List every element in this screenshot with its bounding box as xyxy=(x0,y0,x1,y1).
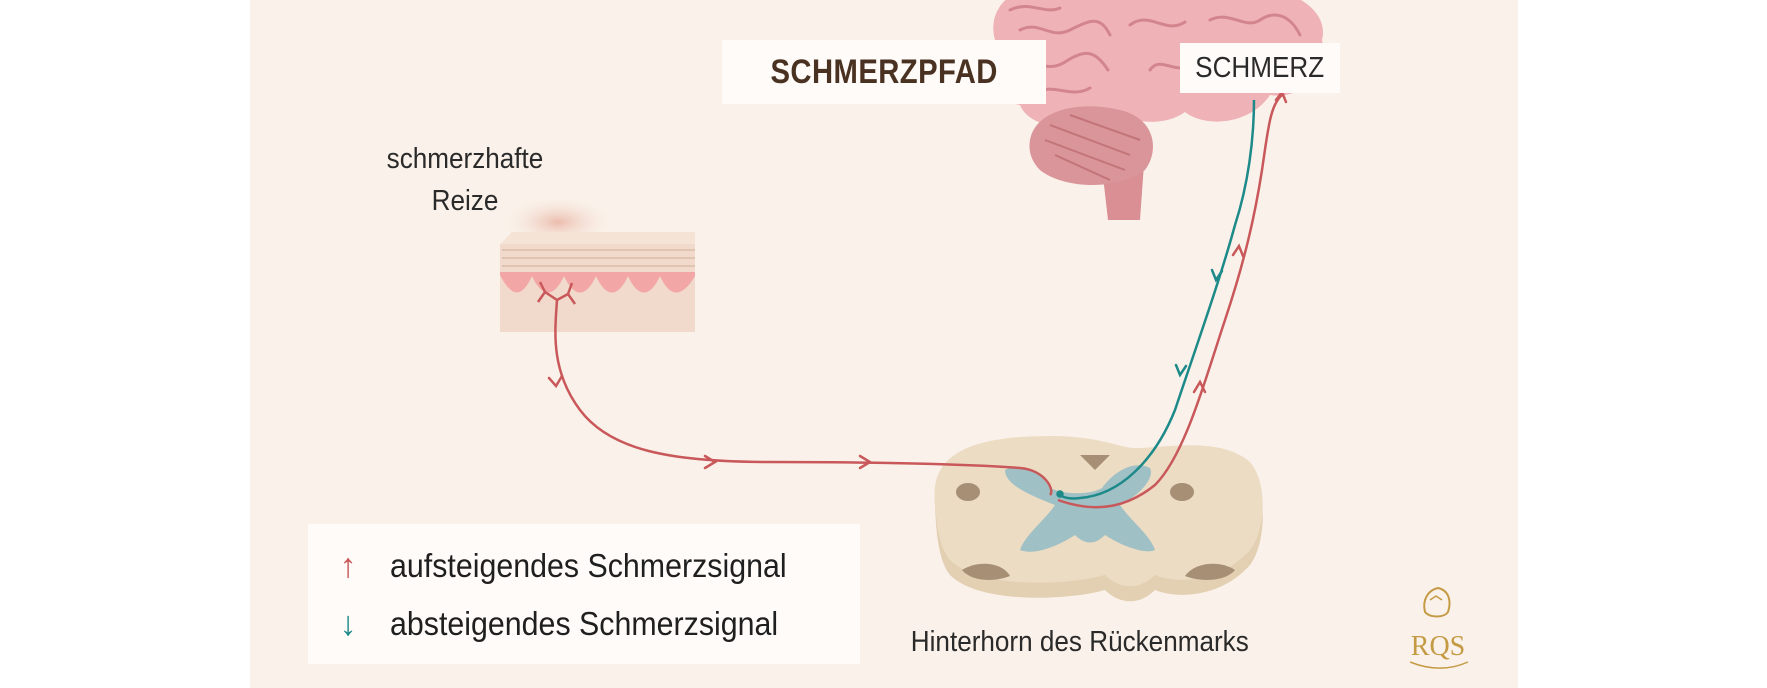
ascending-arrowheads xyxy=(547,89,1288,470)
stimulus-label-line2: Reize xyxy=(431,185,499,217)
brain-illustration xyxy=(988,0,1324,220)
brain-label-box: SCHMERZ xyxy=(1180,43,1340,93)
legend-label-descending: absteigendes Schmerzsignal xyxy=(390,605,779,642)
stimulus-label-line1: schmerzhafte xyxy=(386,143,544,175)
spinal-cord-label-text: Hinterhorn des Rückenmarks xyxy=(910,626,1249,658)
stimulus-label: schmerzhafte Reize xyxy=(365,138,565,222)
spinal-cord-illustration xyxy=(934,436,1263,602)
up-arrow-icon: ↑ xyxy=(339,546,357,585)
spinal-cord-label: Hinterhorn des Rückenmarks xyxy=(880,626,1280,659)
descending-arrowheads xyxy=(1174,268,1224,378)
gray-matter xyxy=(1005,465,1155,552)
legend-label-ascending: aufsteigendes Schmerzsignal xyxy=(390,547,787,584)
afferent-nerve-line xyxy=(554,299,1053,496)
logo-text: RQS xyxy=(1411,631,1465,662)
lion-emblem-icon xyxy=(1423,586,1451,618)
legend: ↑ aufsteigendes Schmerzsignal ↓ absteige… xyxy=(308,524,860,664)
brain-cerebrum xyxy=(988,0,1324,127)
ascending-pathway xyxy=(536,94,1283,509)
down-arrow-icon: ↓ xyxy=(339,604,357,643)
ascending-signal-line xyxy=(1057,94,1283,509)
pain-pathway-diagram: RQS xyxy=(498,0,1469,669)
descending-signal-line xyxy=(1056,99,1256,500)
diagram-canvas: RQS SCHMERZPFAD SCHMERZ schmerzhafte Rei… xyxy=(250,0,1518,688)
skin-dermis xyxy=(500,272,695,293)
cerebellum xyxy=(1029,106,1153,185)
page-title: SCHMERZPFAD xyxy=(770,52,998,91)
title-box: SCHMERZPFAD xyxy=(722,40,1046,104)
legend-item-ascending: ↑ aufsteigendes Schmerzsignal xyxy=(328,544,821,588)
legend-item-descending: ↓ absteigendes Schmerzsignal xyxy=(328,602,812,646)
skin-illustration xyxy=(498,194,695,332)
descending-pathway xyxy=(1056,99,1256,500)
rqs-logo: RQS xyxy=(1409,586,1469,669)
brain-label: SCHMERZ xyxy=(1195,51,1325,84)
